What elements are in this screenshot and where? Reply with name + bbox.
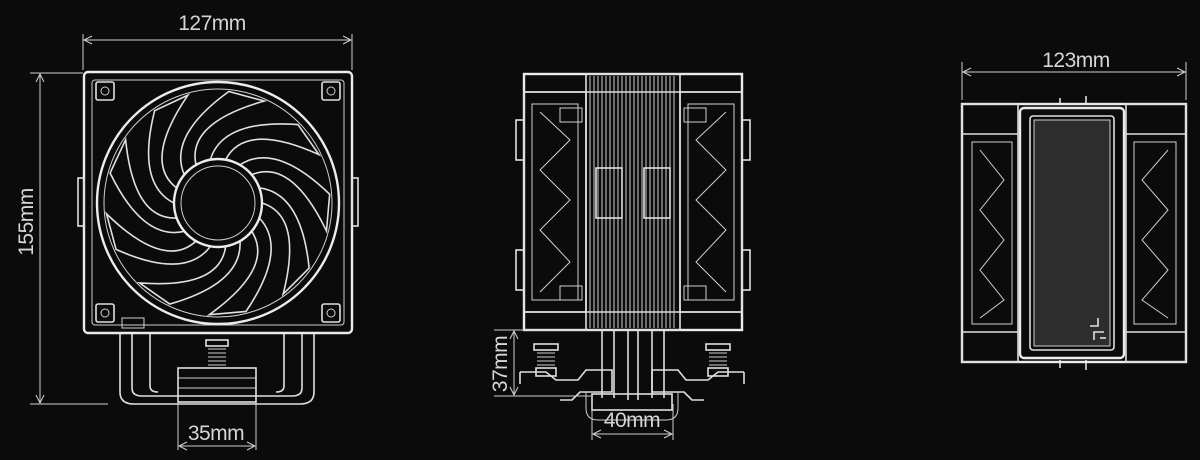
fan-frame-icon xyxy=(1125,103,1187,363)
top-cover-icon xyxy=(1018,106,1126,360)
fan-blade xyxy=(179,90,268,177)
fan-blade xyxy=(109,136,186,234)
fan-clip-icon xyxy=(679,91,751,313)
fan-blade xyxy=(238,157,331,234)
front-base-dimension: 35mm xyxy=(177,380,257,451)
front-view: 127mm 155mm 35mm xyxy=(15,12,359,451)
side-height-label: 37mm xyxy=(489,336,512,392)
top-width-dimension: 123mm xyxy=(961,49,1187,100)
fan-blade xyxy=(258,186,310,297)
side-height-dimension: 37mm xyxy=(489,329,592,397)
corner-screw-icon xyxy=(95,81,341,323)
fan-blade xyxy=(136,239,241,305)
mounting-screw-icon xyxy=(533,343,731,377)
heatsink-fins-icon xyxy=(585,73,681,331)
fan-blade xyxy=(147,93,191,205)
fan-frame-icon xyxy=(961,103,1019,363)
front-width-label: 127mm xyxy=(178,12,246,35)
top-view: 123mm xyxy=(960,49,1188,370)
side-base-dimension: 40mm xyxy=(591,404,674,440)
brand-logo-icon xyxy=(1090,318,1106,340)
fan-clip-icon xyxy=(515,91,587,313)
mounting-screw-icon xyxy=(205,339,229,366)
top-width-label: 123mm xyxy=(1042,49,1110,72)
front-height-dimension: 155mm xyxy=(15,72,108,405)
front-width-dimension: 127mm xyxy=(82,12,353,70)
fan-icon xyxy=(77,70,359,335)
fan-blade xyxy=(209,123,322,161)
heatpipe-icon xyxy=(591,330,673,411)
fan-blade xyxy=(206,216,272,316)
fan-blades xyxy=(105,90,331,316)
front-height-label: 155mm xyxy=(15,188,38,256)
side-base-label: 40mm xyxy=(604,409,660,432)
heatpipe-icon xyxy=(119,330,315,405)
fan-blade xyxy=(105,211,212,265)
front-base-label: 35mm xyxy=(188,422,244,445)
side-view: 37mm 40mm xyxy=(489,72,751,440)
